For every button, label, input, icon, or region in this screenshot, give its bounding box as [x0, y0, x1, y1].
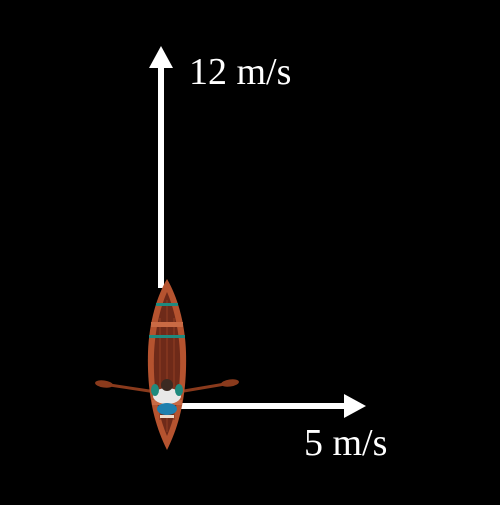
- vertical-velocity-label: 12 m/s: [189, 51, 292, 93]
- vertical-arrow-head: [149, 46, 173, 68]
- rower-shoulders: [153, 388, 181, 404]
- bow-trim: [156, 303, 178, 306]
- mid-trim: [149, 335, 185, 338]
- rower-legs: [157, 403, 177, 415]
- rowing-boat: [95, 279, 239, 450]
- horizontal-arrow-head: [344, 394, 366, 418]
- rower: [151, 379, 183, 415]
- horizontal-velocity-arrow: [176, 394, 366, 418]
- rower-right-arm: [175, 384, 183, 396]
- rower-left-arm: [151, 384, 159, 396]
- left-oar: [95, 380, 157, 394]
- right-oar: [177, 379, 239, 394]
- stern-plate: [160, 415, 174, 418]
- horizontal-velocity-label: 5 m/s: [304, 422, 388, 464]
- vertical-velocity-arrow: [149, 46, 173, 288]
- rower-head: [161, 379, 173, 391]
- front-seat: [151, 322, 183, 327]
